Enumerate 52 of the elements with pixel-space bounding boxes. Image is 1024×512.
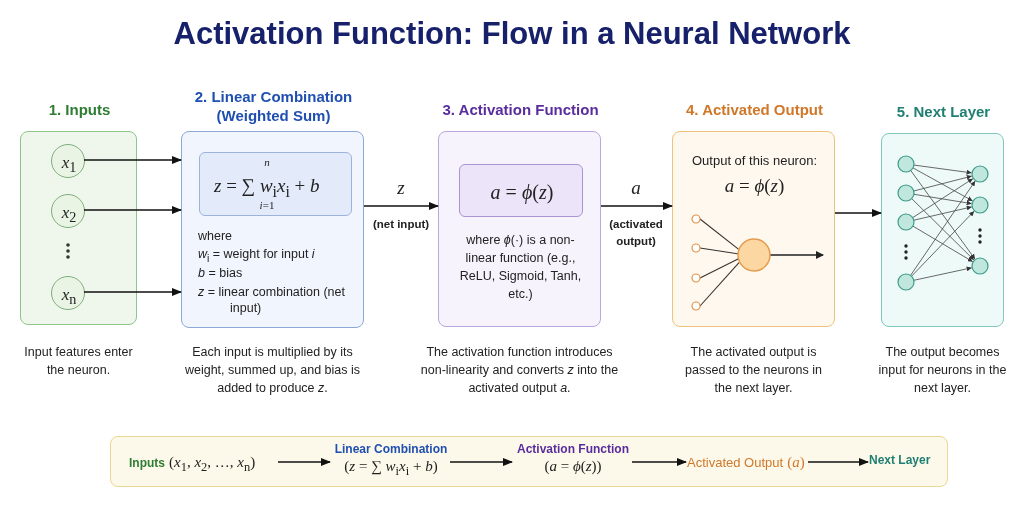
step-label: Next Layer	[869, 453, 931, 468]
arrow	[363, 202, 439, 210]
panel-heading: 2. Linear Combination (Weighted Sum)	[193, 87, 354, 125]
input-label: x$_{n}$	[60, 284, 78, 310]
panel-heading: 1. Inputs	[47, 100, 112, 119]
input-node	[51, 276, 85, 310]
formula: (x$_{1}$, x$_{2}$, …, x$_{n}$)	[169, 453, 256, 476]
definition-text: w$_{i}$ = weight for input i	[198, 246, 316, 266]
step-label: Activation Function	[517, 442, 629, 457]
formula-box	[459, 164, 583, 217]
line-caption: (activated output)	[608, 217, 664, 249]
panel-heading: 4. Activated Output	[685, 100, 824, 119]
arrow	[83, 156, 182, 164]
arrow	[631, 458, 687, 466]
formula: (a = ϕ(z))	[544, 457, 602, 476]
arrow	[83, 288, 182, 296]
description-text: where ϕ(·) is a non-linear function (e.g., ReLU, Sigmoid, Tanh, etc.)	[458, 232, 583, 303]
description-text: Each input is multiplied by its weight, summed up, and bias is added to produce z.	[183, 344, 362, 397]
step-label: Activated Output	[687, 455, 784, 471]
line-caption: (net input)	[371, 217, 431, 232]
definition-text: z = linear combination (net input)	[198, 284, 346, 316]
definition-text: b = bias	[198, 265, 244, 281]
panel-heading: 5. Next Layer	[895, 102, 992, 121]
caption-text: Output of this neuron:	[691, 153, 818, 169]
description-text: Input features enter the neuron.	[23, 344, 134, 379]
arrow	[83, 206, 182, 214]
arrow	[449, 458, 513, 466]
summary-band	[110, 436, 948, 487]
input-label: x$_{2}$	[60, 202, 78, 228]
arrow	[807, 458, 869, 466]
arrow	[600, 202, 673, 210]
sum-limit: n	[263, 155, 271, 169]
arrow	[277, 458, 331, 466]
input-node	[51, 194, 85, 228]
input-label: x$_{1}$	[60, 152, 78, 178]
edge-label: a	[630, 178, 642, 198]
description-text: The activated output is passed to the neurons in the next layer.	[684, 344, 823, 397]
arrow	[834, 209, 882, 217]
formula: a = ϕ(z)	[723, 174, 786, 198]
step-label: Inputs	[129, 456, 165, 471]
formula: a = ϕ(z)	[489, 180, 555, 205]
edge-label: z	[396, 178, 406, 198]
diagram-title: Activation Function: Flow in a Neural Network	[172, 16, 852, 52]
formula: (z = ∑ w$_{i}$x$_{i}$ + b)	[344, 457, 438, 480]
description-text: The activation function introduces non-linearity and converts z into the activated output a.	[420, 344, 619, 397]
definition-text: where	[198, 228, 234, 244]
formula: (a)	[787, 453, 805, 472]
input-node	[51, 144, 85, 178]
formula-box	[199, 152, 352, 216]
panel-heading: 3. Activation Function	[441, 100, 600, 119]
step-label: Linear Combination	[334, 442, 448, 457]
description-text: The output becomes input for neurons in the next layer.	[877, 344, 1008, 397]
